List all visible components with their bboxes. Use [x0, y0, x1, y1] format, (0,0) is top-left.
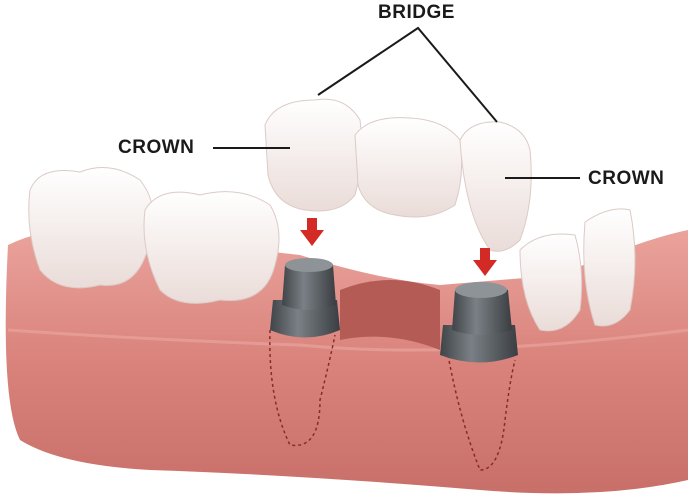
label-bridge: BRIDGE: [378, 2, 455, 23]
bridge: [264, 98, 532, 252]
bridge-leader: [317, 26, 498, 123]
label-crown-right: CROWN: [588, 168, 665, 189]
left-molars: [28, 167, 280, 304]
right-teeth: [519, 208, 636, 332]
right-abutment: [440, 282, 518, 471]
arrow-right: [473, 248, 497, 276]
left-abutment: [269, 258, 340, 447]
label-crown-left: CROWN: [118, 137, 195, 158]
leader-lines: [213, 26, 580, 179]
arrow-left: [300, 218, 324, 246]
